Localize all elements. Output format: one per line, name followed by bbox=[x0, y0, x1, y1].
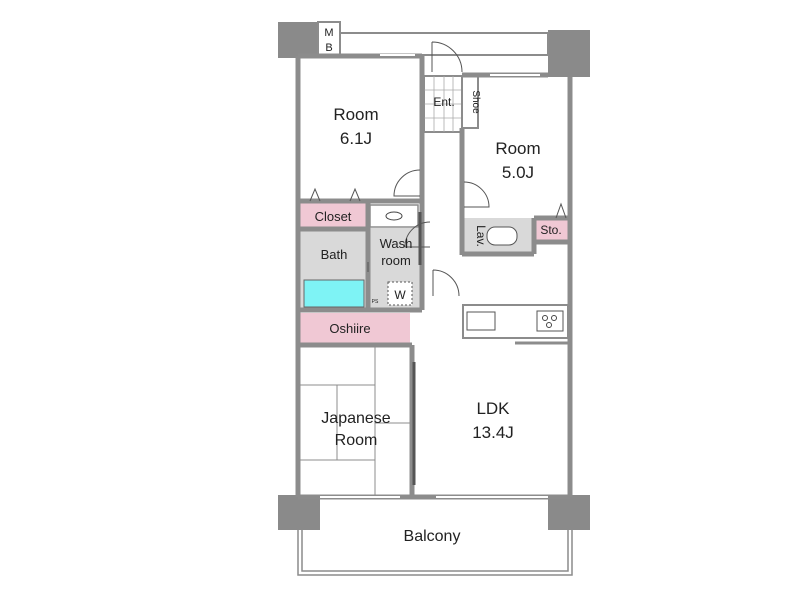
bath-area bbox=[300, 231, 368, 277]
sink-icon bbox=[466, 311, 496, 331]
closet bbox=[300, 203, 366, 228]
room2-size: 5.0J bbox=[502, 163, 534, 182]
wash-room-label-2: room bbox=[381, 253, 411, 268]
japanese-room-label-2: Room bbox=[335, 432, 378, 449]
entrance-label: Ent. bbox=[433, 95, 454, 109]
washer-space bbox=[387, 281, 413, 306]
stove-icon bbox=[536, 310, 564, 332]
ldk-size: 13.4J bbox=[472, 423, 514, 442]
room1-size: 6.1J bbox=[340, 129, 372, 148]
closet-label: Closet bbox=[315, 209, 352, 224]
lav-label: Lav. bbox=[474, 225, 488, 247]
pillar-top-right bbox=[548, 30, 590, 77]
mb-label-2: B bbox=[325, 42, 332, 54]
mb-label-1: M bbox=[324, 27, 333, 39]
bathtub bbox=[303, 279, 365, 308]
entrance-floor bbox=[423, 75, 463, 133]
ldk-name: LDK bbox=[476, 399, 510, 418]
balcony-label: Balcony bbox=[404, 528, 461, 545]
storage bbox=[535, 219, 568, 241]
shoe-label: Shoe bbox=[470, 90, 481, 114]
storage-label: Sto. bbox=[540, 223, 561, 237]
tatami-lines bbox=[300, 346, 410, 495]
oshiire-label: Oshiire bbox=[329, 321, 370, 336]
pillar-bottom-right bbox=[548, 495, 590, 530]
room2-name: Room bbox=[495, 139, 540, 158]
kitchen-counter bbox=[462, 304, 569, 345]
room1-name: Room bbox=[333, 105, 378, 124]
oshiire bbox=[300, 313, 410, 344]
balcony-outline bbox=[297, 530, 573, 576]
bath-label: Bath bbox=[321, 247, 348, 262]
washer-label: W bbox=[394, 288, 406, 302]
pillar-top-left bbox=[278, 22, 318, 58]
japanese-room-label-1: Japanese bbox=[321, 410, 390, 427]
toilet-icon bbox=[486, 226, 518, 246]
pillar-bottom-left bbox=[278, 495, 320, 530]
wash-room-label-1: Wash bbox=[380, 236, 413, 251]
doors bbox=[309, 41, 567, 498]
ps-label: PS bbox=[372, 299, 379, 305]
